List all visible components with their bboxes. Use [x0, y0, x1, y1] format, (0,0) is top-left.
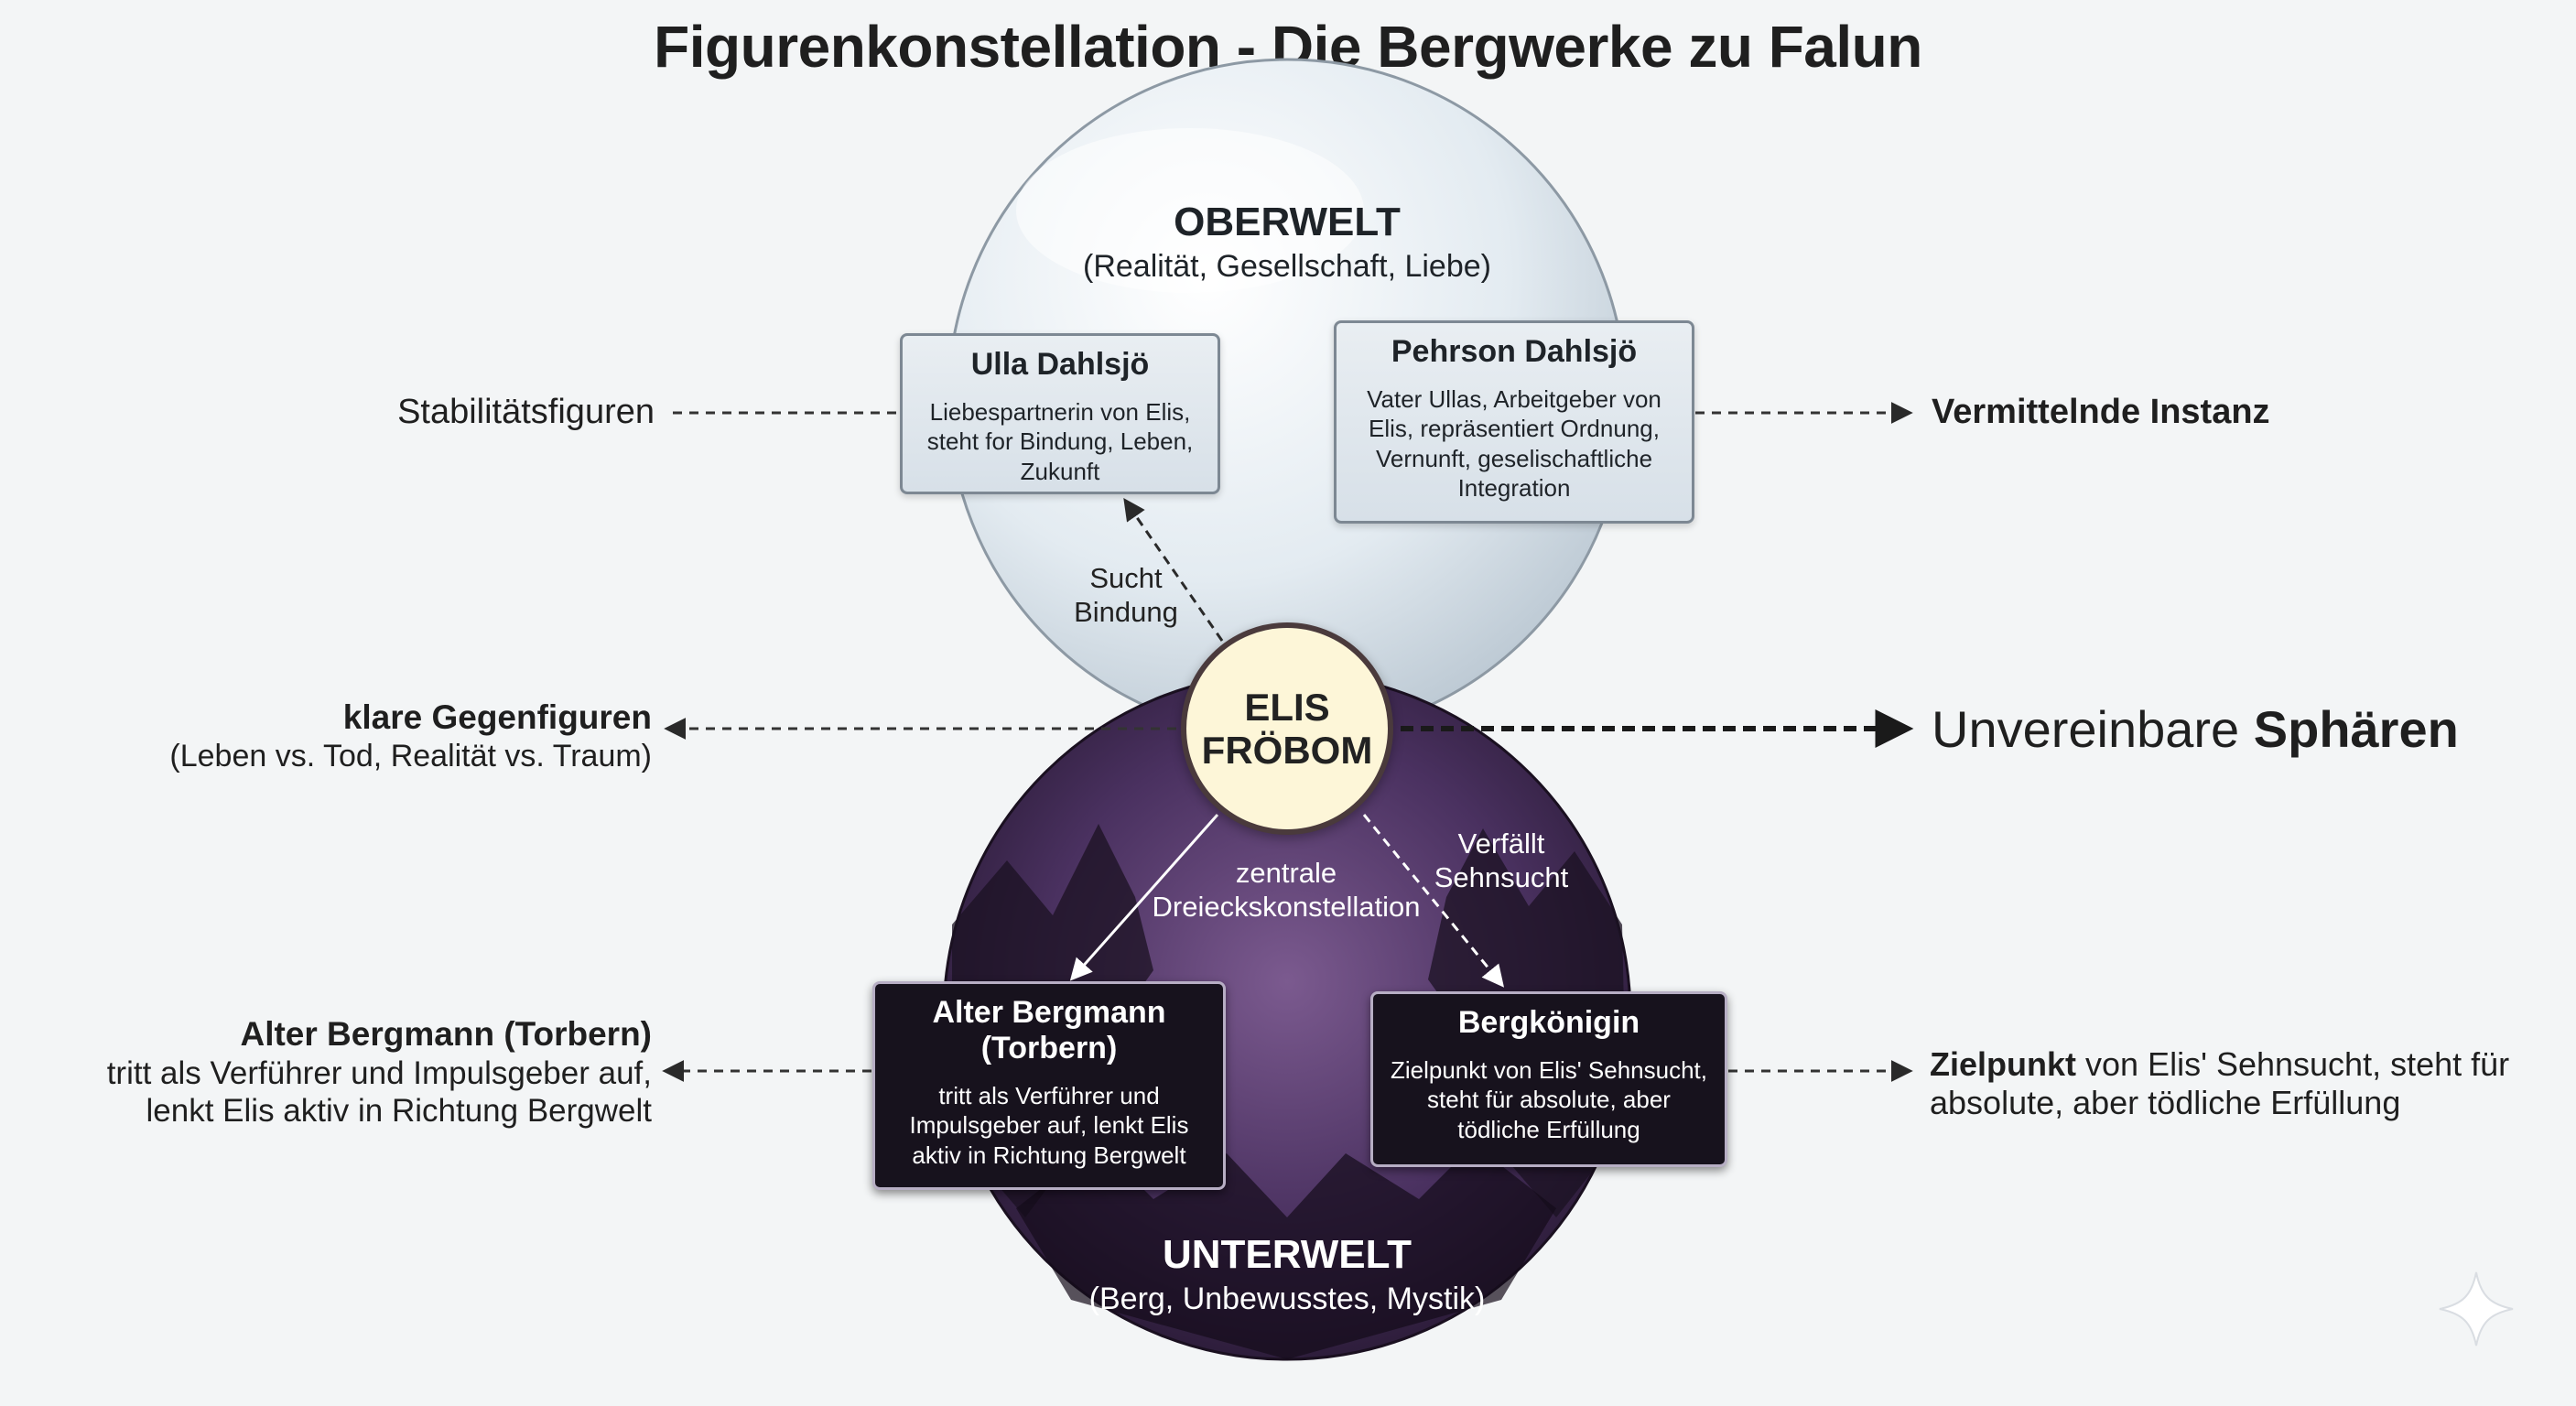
elis-name-line2: FRÖBOM [1201, 729, 1373, 772]
sphaeren-prefix: Unvereinbare [1932, 700, 2240, 758]
ulla-name: Ulla Dahlsjö [970, 347, 1150, 382]
sphaeren-bold: Sphären [2253, 700, 2459, 758]
annotation-gegenfiguren: klare Gegenfiguren (Leben vs. Tod, Reali… [73, 698, 652, 774]
label-verfaellt: Verfällt Sehnsucht [1434, 827, 1569, 893]
ulla-description: Liebespartnerin von Elis, steht for Bind… [926, 398, 1194, 485]
torbern-box: Alter Bergmann (Torbern) tritt als Verfü… [872, 981, 1226, 1190]
unterwelt-name: UNTERWELT [1162, 1232, 1412, 1277]
torbern-name: Alter Bergmann (Torbern) [932, 995, 1166, 1066]
annotation-sphaeren: Unvereinbare Sphären [1932, 699, 2554, 760]
annotation-bergkoenigin: Zielpunkt von Elis' Sehnsucht, steht für… [1930, 1045, 2534, 1123]
torbern-description: tritt als Verführer und Impulsgeber auf,… [909, 1082, 1189, 1169]
ulla-box: Ulla Dahlsjö Liebespartnerin von Elis, s… [900, 333, 1220, 494]
gegenfiguren-subtitle: (Leben vs. Tod, Realität vs. Traum) [169, 738, 652, 773]
pehrson-description: Vater Ullas, Arbeitgeber von Elis, reprä… [1367, 385, 1661, 502]
unterwelt-subtitle: (Berg, Unbewusstes, Mystik) [1088, 1282, 1486, 1316]
sparkle-icon [2439, 1271, 2514, 1347]
unterwelt-label: UNTERWELT (Berg, Unbewusstes, Mystik) [1012, 1232, 1562, 1317]
elis-froebom-node: ELIS FRÖBOM [1181, 622, 1393, 835]
bergkoenigin-description: Zielpunkt von Elis' Sehnsucht, steht für… [1390, 1056, 1708, 1143]
bergkoenigin-box: Bergkönigin Zielpunkt von Elis' Sehnsuch… [1370, 991, 1727, 1167]
cave-floor [1016, 1144, 1556, 1359]
torbern-annotation-text: tritt als Verführer und Impulsgeber auf,… [106, 1054, 652, 1129]
arrow-sucht-bindung [1123, 498, 1224, 642]
gegenfiguren-title: klare Gegenfiguren [342, 698, 652, 736]
arrow-verfaellt [1362, 814, 1505, 988]
pehrson-box: Pehrson Dahlsjö Vater Ullas, Arbeitgeber… [1334, 320, 1694, 524]
pehrson-name: Pehrson Dahlsjö [1391, 334, 1638, 369]
bergkoenigin-name: Bergkönigin [1457, 1005, 1640, 1040]
oberwelt-subtitle: (Realität, Gesellschaft, Liebe) [1083, 249, 1491, 284]
label-zentrale: zentrale Dreieckskonstellation [1152, 857, 1421, 923]
oberwelt-name: OBERWELT [1174, 200, 1401, 244]
oberwelt-highlight [1016, 128, 1364, 293]
elis-name-line1: ELIS [1244, 685, 1330, 729]
annotation-torbern: Alter Bergmann (Torbern) tritt als Verfü… [55, 1014, 652, 1130]
arrow-zentrale [1069, 814, 1219, 981]
annotation-stabilitaet: Stabilitätsfiguren [397, 393, 655, 431]
ziel-bold: Zielpunkt [1930, 1045, 2076, 1083]
label-sucht-bindung: Sucht Bindung [1074, 562, 1178, 628]
annotation-vermittelnde: Vermittelnde Instanz [1932, 393, 2270, 431]
torbern-annotation-title: Alter Bergmann (Torbern) [240, 1015, 652, 1053]
oberwelt-label: OBERWELT (Realität, Gesellschaft, Liebe) [1012, 200, 1562, 285]
ziel-text: von Elis' Sehnsucht, steht für absolute,… [1930, 1045, 2510, 1122]
